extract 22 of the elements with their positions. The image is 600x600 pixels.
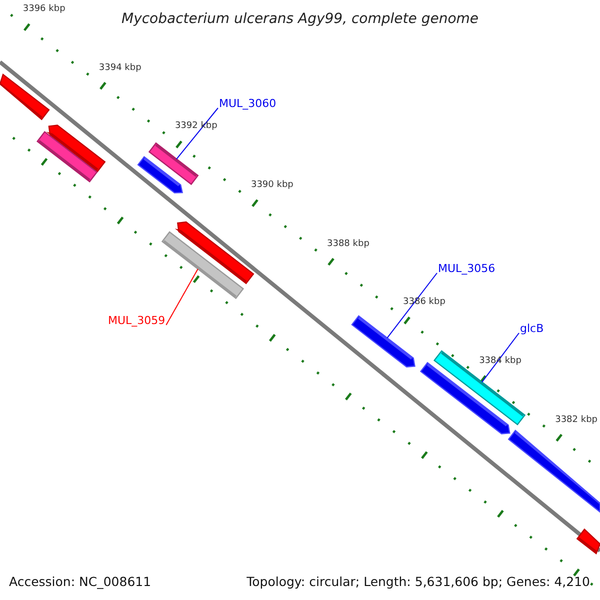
leader-line xyxy=(386,272,438,338)
gene-label: MUL_3060 xyxy=(219,98,276,109)
leader-line xyxy=(166,268,198,326)
gene-bar xyxy=(161,231,244,300)
gene-label: MUL_3059 xyxy=(108,315,166,326)
leader-line xyxy=(482,332,520,383)
gene-bar xyxy=(351,315,416,368)
scale-label: 3394 kbp xyxy=(98,64,142,73)
gene-bar xyxy=(137,156,184,194)
gene-label: MUL_3056 xyxy=(438,263,496,274)
gene-bar xyxy=(576,528,600,554)
scale-label: 3388 kbp xyxy=(327,240,370,249)
gene-label: glcB xyxy=(520,323,544,334)
gene-bar xyxy=(508,430,600,514)
title: Mycobacterium ulcerans Agy99, complete genome xyxy=(120,12,480,26)
scale-label: 3396 kbp xyxy=(22,5,66,14)
footer-text: Topology: circular; Length: 5,631,606 bp; Genes: 4,210 xyxy=(246,576,590,588)
scale-label: 3390 kbp xyxy=(250,181,294,190)
footer-text: Accession: NC_008611 xyxy=(9,576,152,588)
leader-line xyxy=(176,108,218,160)
gene-bar xyxy=(36,131,98,182)
gene-bar xyxy=(0,73,50,120)
